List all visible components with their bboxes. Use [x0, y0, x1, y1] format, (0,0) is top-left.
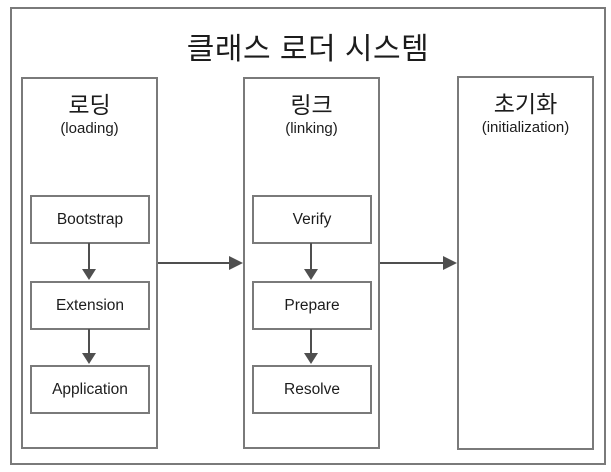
arrow-right-icon: [158, 256, 243, 270]
step-label-bootstrap: Bootstrap: [56, 210, 124, 228]
step-box-application: Application: [30, 365, 150, 414]
arrow-head: [443, 256, 457, 270]
arrow-head: [229, 256, 243, 270]
column-loading-title-ko: 로딩: [68, 92, 111, 118]
step-label-prepare: Prepare: [284, 296, 340, 314]
column-initialization-title-ko: 초기화: [493, 91, 558, 117]
step-label-extension: Extension: [55, 296, 125, 314]
arrow-down-icon: [304, 329, 318, 364]
step-box-resolve: Resolve: [252, 365, 372, 414]
column-loading-title-en: (loading): [60, 120, 119, 138]
step-box-bootstrap: Bootstrap: [30, 195, 150, 244]
arrow-shaft: [88, 243, 90, 270]
step-label-resolve: Resolve: [284, 380, 340, 398]
step-label-application: Application: [52, 380, 128, 398]
arrow-down-icon: [304, 243, 318, 280]
step-label-verify: Verify: [292, 210, 332, 228]
arrow-head: [304, 353, 318, 364]
arrow-shaft: [310, 329, 312, 354]
step-box-prepare: Prepare: [252, 281, 372, 330]
arrow-right-icon: [380, 256, 457, 270]
arrow-down-icon: [82, 243, 96, 280]
arrow-head: [304, 269, 318, 280]
column-linking-title-ko: 링크: [290, 92, 333, 118]
outer-frame: 클래스 로더 시스템 로딩 (loading) Bootstrap Extens…: [10, 7, 606, 465]
arrow-head: [82, 353, 96, 364]
arrow-shaft: [380, 262, 446, 264]
arrow-shaft: [158, 262, 232, 264]
diagram-title: 클래스 로더 시스템: [186, 33, 430, 66]
step-box-extension: Extension: [30, 281, 150, 330]
step-box-verify: Verify: [252, 195, 372, 244]
arrow-shaft: [310, 243, 312, 270]
column-loading: 로딩 (loading) Bootstrap Extension Applica…: [21, 77, 158, 449]
column-linking: 링크 (linking) Verify Prepare Resolve: [243, 77, 380, 449]
column-initialization: 초기화 (initialization): [457, 76, 594, 450]
arrow-shaft: [88, 329, 90, 354]
column-linking-title-en: (linking): [285, 120, 338, 138]
arrow-down-icon: [82, 329, 96, 364]
arrow-head: [82, 269, 96, 280]
column-initialization-title-en: (initialization): [481, 119, 570, 137]
